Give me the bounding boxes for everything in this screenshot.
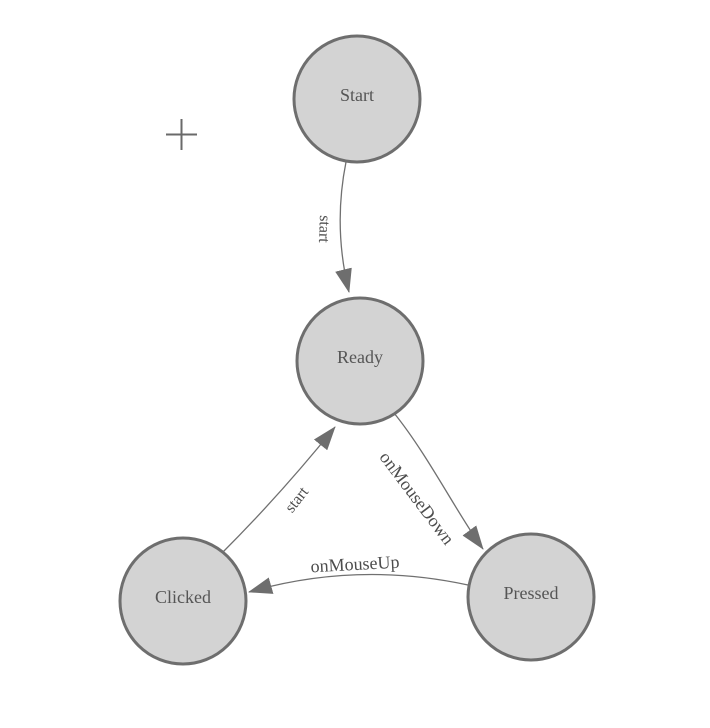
state-node-pressed-circle[interactable] xyxy=(466,532,596,662)
edge-clicked-to-ready[interactable] xyxy=(221,426,336,554)
crosshair-cursor-icon xyxy=(166,119,197,150)
state-node-start[interactable]: Start xyxy=(292,34,422,164)
state-node-ready-label: Ready xyxy=(337,347,383,367)
edge-ready-to-pressed[interactable] xyxy=(393,412,484,550)
state-node-clicked-label: Clicked xyxy=(155,587,211,607)
edge-label-ready-to-pressed: onMouseDown xyxy=(376,448,459,549)
state-node-ready[interactable]: Ready xyxy=(295,296,425,426)
state-node-ready-circle[interactable] xyxy=(295,296,425,426)
state-node-clicked[interactable]: Clicked xyxy=(118,536,248,666)
edge-label-start-to-ready: start xyxy=(315,215,333,244)
edge-label-pressed-to-clicked: onMouseUp xyxy=(310,552,400,577)
state-node-pressed-label: Pressed xyxy=(504,583,559,603)
state-node-start-label: Start xyxy=(340,85,374,105)
nodes-layer: Start Ready Clicked Pressed xyxy=(118,34,596,666)
state-node-pressed[interactable]: Pressed xyxy=(466,532,596,662)
edge-start-to-ready[interactable] xyxy=(335,161,352,293)
edge-pressed-to-clicked[interactable] xyxy=(248,573,469,594)
state-node-clicked-circle[interactable] xyxy=(118,536,248,666)
edge-label-clicked-to-ready: start xyxy=(282,483,313,516)
state-node-start-circle[interactable] xyxy=(292,34,422,164)
